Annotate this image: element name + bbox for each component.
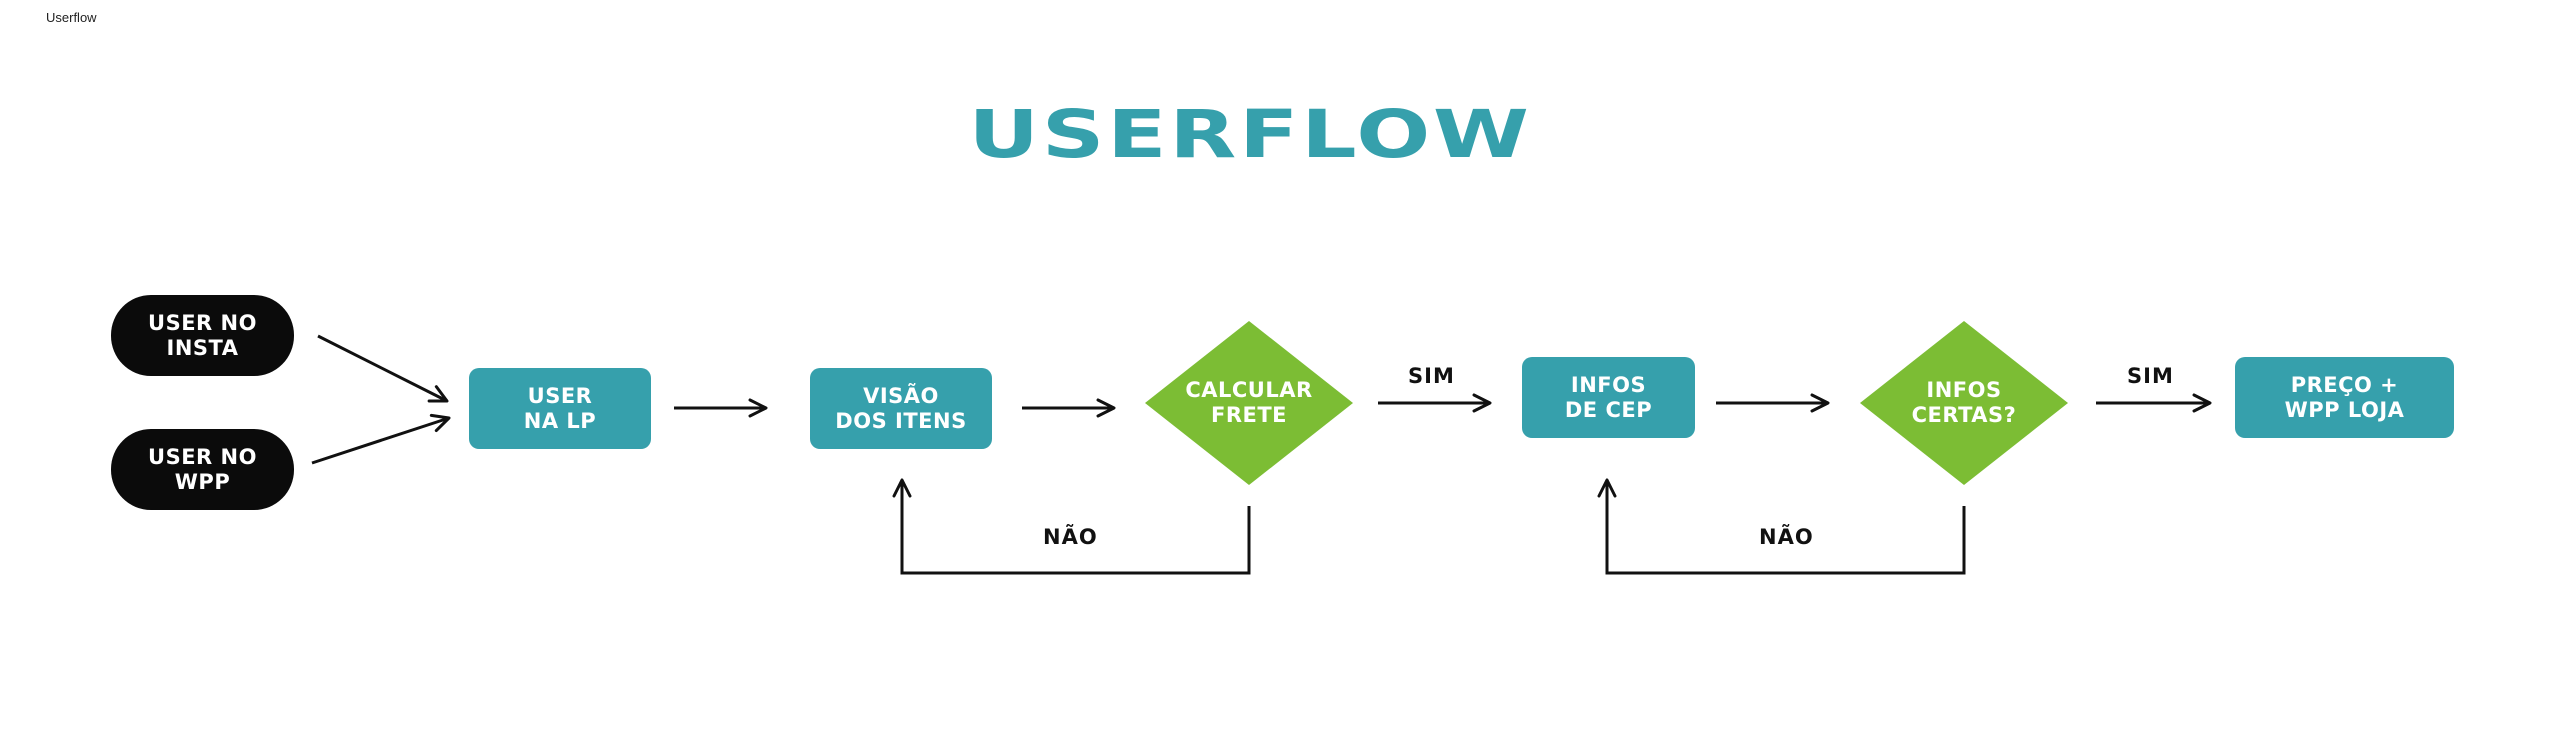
loop-certas-to-cep (1597, 478, 1966, 575)
decision-diamond-calcular-frete[interactable] (1145, 321, 1353, 485)
edge-label-sim-1: SIM (1408, 364, 1455, 388)
edge-label-nao-2: NÃO (1759, 525, 1814, 549)
process-node-preco-wpp[interactable]: PREÇO + WPP LOJA (2235, 357, 2454, 438)
frame-label: Userflow (46, 10, 97, 25)
page-title: USERFLOW (968, 96, 1532, 173)
decision-diamond-infos-certas[interactable] (1860, 321, 2068, 485)
arrow-insta-to-lp (317, 334, 449, 403)
decision-label-calcular-frete: CALCULAR FRETE (1185, 377, 1313, 427)
edge-label-sim-2: SIM (2127, 364, 2174, 388)
process-node-user-lp[interactable]: USER NA LP (469, 368, 651, 449)
start-node-user-insta[interactable]: USER NO INSTA (111, 295, 294, 376)
decision-label-infos-certas: INFOS CERTAS? (1911, 377, 2017, 427)
start-node-user-wpp[interactable]: USER NO WPP (111, 429, 294, 510)
edge-label-nao-1: NÃO (1043, 525, 1098, 549)
loop-calcular-to-visao (892, 478, 1251, 575)
process-node-infos-cep[interactable]: INFOS DE CEP (1522, 357, 1695, 438)
arrow-wpp-to-lp (311, 413, 451, 465)
process-node-visao-itens[interactable]: VISÃO DOS ITENS (810, 368, 992, 449)
